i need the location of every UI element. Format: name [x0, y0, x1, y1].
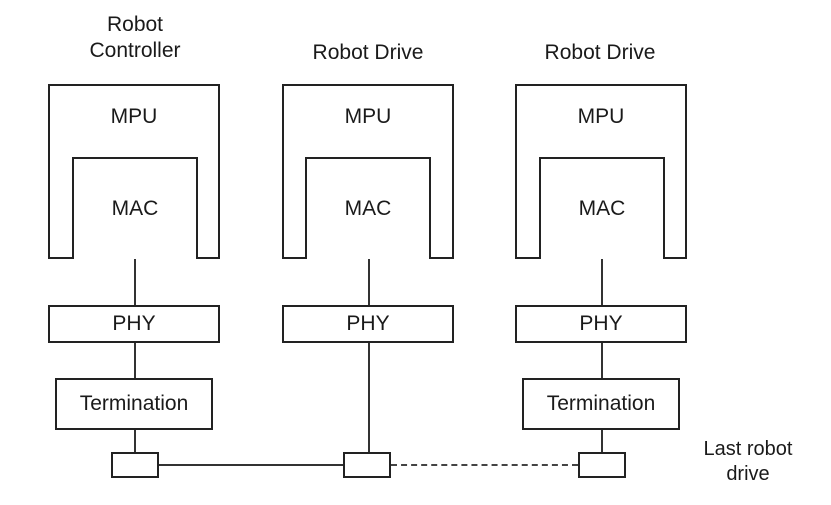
drive-1-mpu-label: MPU — [344, 105, 392, 128]
controller-term-conn-line — [134, 428, 136, 454]
drive-2-termination-box: Termination — [522, 378, 680, 430]
drive-1-mac-label: MAC — [344, 197, 392, 220]
controller-mac-phy-line — [134, 257, 136, 305]
drive-2-mac-label: MAC — [578, 197, 626, 220]
controller-mac-box: MAC — [72, 157, 198, 259]
drive-2-term-conn-line — [601, 428, 603, 454]
controller-connector — [111, 452, 159, 478]
drive-2-connector — [578, 452, 626, 478]
drive-1-mac-box: MAC — [305, 157, 431, 259]
drive-2-mac-box: MAC — [539, 157, 665, 259]
drive-2-title: Robot Drive — [544, 41, 656, 64]
drive-2-phy-box: PHY — [515, 305, 687, 343]
drive-2-phy-label: PHY — [579, 312, 623, 335]
drive-2-mpu-label: MPU — [577, 105, 625, 128]
drive-2-termination-label: Termination — [546, 392, 656, 415]
drive-2-phy-term-line — [601, 342, 603, 378]
drive-1-phy-label: PHY — [346, 312, 390, 335]
controller-termination-label: Termination — [79, 392, 189, 415]
drive-1-title: Robot Drive — [312, 41, 424, 64]
controller-termination-box: Termination — [55, 378, 213, 430]
controller-mpu-label: MPU — [110, 105, 158, 128]
controller-title: Robot Controller — [89, 13, 181, 62]
drive-2-mac-phy-line — [601, 257, 603, 305]
bus-line-dashed — [391, 464, 578, 466]
last-robot-drive-note: Last robot drive — [703, 438, 793, 485]
drive-1-phy-conn-line — [368, 342, 370, 454]
drive-1-phy-box: PHY — [282, 305, 454, 343]
controller-phy-term-line — [134, 342, 136, 378]
drive-1-connector — [343, 452, 391, 478]
controller-mac-label: MAC — [111, 197, 159, 220]
controller-phy-box: PHY — [48, 305, 220, 343]
drive-1-mac-phy-line — [368, 257, 370, 305]
bus-line-solid — [158, 464, 343, 466]
controller-phy-label: PHY — [112, 312, 156, 335]
